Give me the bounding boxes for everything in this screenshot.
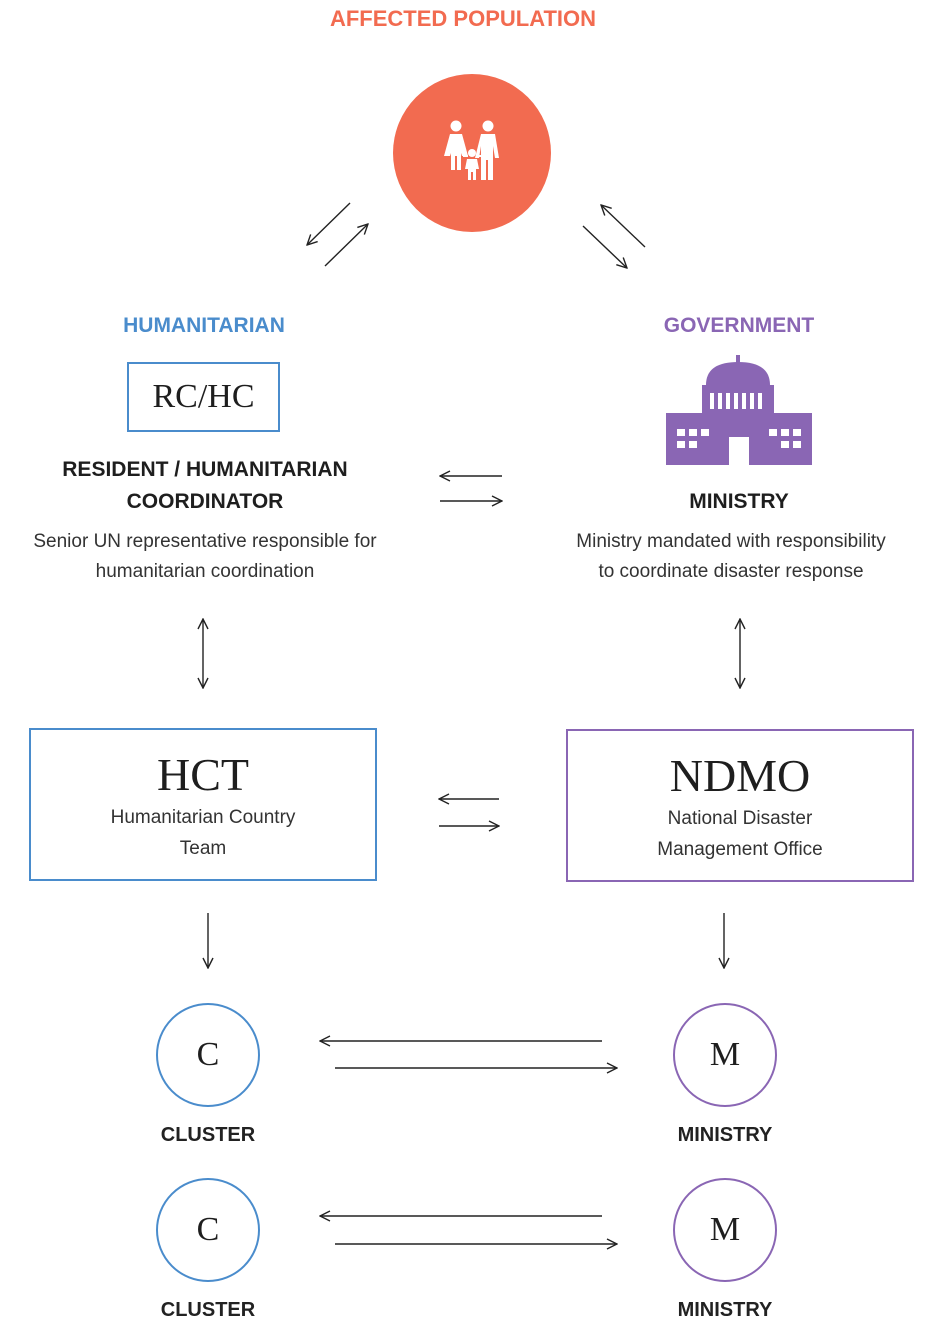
arrow-population-to-humanitarian: [307, 202, 351, 245]
ndmo-name-line1: National Disaster: [667, 808, 813, 829]
arrow-population-to-government: [582, 225, 627, 268]
humanitarian-heading: HUMANITARIAN: [123, 314, 285, 337]
hct-name-line1: Humanitarian Country: [110, 807, 296, 828]
government-heading: GOVERNMENT: [663, 314, 815, 337]
cluster-circle-2: C: [156, 1178, 260, 1282]
hct-name: Humanitarian Country Team: [31, 802, 375, 864]
ministry-title: MINISTRY: [689, 490, 789, 513]
cluster-label-2: CLUSTER: [160, 1299, 256, 1321]
ministry-circle-1: M: [673, 1003, 777, 1107]
ndmo-abbr: NDMO: [669, 750, 811, 801]
rchc-box: RC/HC: [127, 362, 280, 432]
ministry-description: Ministry mandated with responsibility to…: [536, 527, 926, 587]
ministry-description-line2: to coordinate disaster response: [598, 561, 864, 582]
hct-abbr: HCT: [157, 749, 249, 800]
cluster-circle-1: C: [156, 1003, 260, 1107]
ndmo-box: NDMO National Disaster Management Office: [566, 729, 914, 882]
ministry-circle-2: M: [673, 1178, 777, 1282]
ministry-label-2: MINISTRY: [677, 1299, 773, 1321]
arrow-government-to-population: [601, 205, 646, 248]
affected-population-circle: [393, 74, 551, 232]
coordinator-title: RESIDENT / HUMANITARIAN COORDINATOR: [0, 454, 410, 518]
ndmo-name-line2: Management Office: [657, 839, 823, 860]
coordinator-description-line2: humanitarian coordination: [95, 561, 315, 582]
hct-box: HCT Humanitarian Country Team: [29, 728, 377, 881]
ministry-label-1: MINISTRY: [677, 1124, 773, 1146]
cluster-label-1: CLUSTER: [160, 1124, 256, 1146]
coordinator-description: Senior UN representative responsible for…: [0, 527, 410, 587]
hct-name-line2: Team: [179, 838, 227, 859]
affected-population-title: AFFECTED POPULATION: [329, 6, 597, 31]
coordinator-description-line1: Senior UN representative responsible for: [33, 531, 377, 552]
coordinator-title-line1: RESIDENT / HUMANITARIAN: [62, 458, 348, 481]
government-building-icon: [666, 355, 812, 465]
family-icon: [444, 120, 499, 180]
arrow-humanitarian-to-population: [324, 224, 368, 267]
coordinator-title-line2: COORDINATOR: [126, 490, 284, 513]
ministry-description-line1: Ministry mandated with responsibility: [576, 531, 886, 552]
ndmo-name: National Disaster Management Office: [568, 803, 912, 865]
